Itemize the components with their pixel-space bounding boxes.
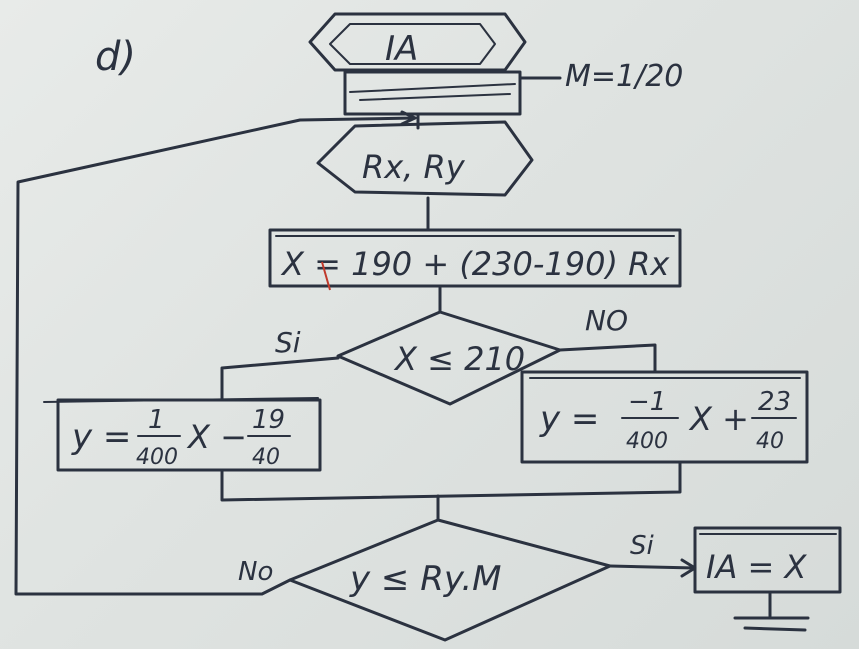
right-f1-num: −1 xyxy=(628,387,666,417)
red-mark-1 xyxy=(321,261,331,291)
loop-back-arrow xyxy=(400,110,417,126)
start-hexagon-inner xyxy=(329,23,496,65)
init-box xyxy=(343,70,522,116)
decision1-label: X ≤ 210 xyxy=(393,340,525,378)
left-f1-num: 1 xyxy=(148,405,165,435)
decision1-no-label: NO xyxy=(585,304,628,337)
right-formula-box xyxy=(520,370,809,464)
decision2-no-label: No xyxy=(238,557,273,587)
decision2-label: y ≤ Ry.M xyxy=(349,559,501,599)
merge-line xyxy=(220,460,682,502)
input-hexagon xyxy=(316,120,534,197)
left-formula: y = 1 400 X − 19 40 xyxy=(71,405,291,470)
decision1-no-line xyxy=(558,343,657,374)
start-label: IA xyxy=(385,29,418,69)
right-lhs: y = xyxy=(539,399,599,439)
assign-box xyxy=(268,228,682,288)
loop-back-line xyxy=(14,116,417,596)
left-box-top-overline xyxy=(43,397,319,403)
left-f2-den: 40 xyxy=(252,445,280,470)
end-bar-2 xyxy=(743,626,807,632)
init-scribble-2 xyxy=(359,93,511,101)
decision2-yes-line xyxy=(608,564,697,570)
result-label: IA = X xyxy=(706,548,807,586)
m-value-label: M=1/20 xyxy=(565,59,683,94)
right-formula: y = −1 400 X + 23 40 xyxy=(539,387,797,454)
decision2-yes-label: Si xyxy=(630,531,655,561)
part-label: d) xyxy=(95,34,136,80)
left-lhs: y = xyxy=(71,417,131,457)
result-box xyxy=(693,526,842,594)
assign-label: X = 190 + (230-190) Rx xyxy=(280,245,670,283)
init-scribble-1 xyxy=(349,83,516,93)
right-mid: X + xyxy=(688,400,749,438)
start-hexagon xyxy=(308,12,527,72)
right-f2-num: 23 xyxy=(758,387,791,417)
decision1-yes-label: Si xyxy=(275,326,301,359)
right-f1-den: 400 xyxy=(626,429,668,454)
left-f1-den: 400 xyxy=(136,445,178,470)
decision1-yes-line xyxy=(220,356,340,402)
left-f2-num: 19 xyxy=(252,405,285,435)
left-mid: X − xyxy=(186,418,247,456)
right-f2-den: 40 xyxy=(756,429,784,454)
input-label: Rx, Ry xyxy=(362,148,466,186)
